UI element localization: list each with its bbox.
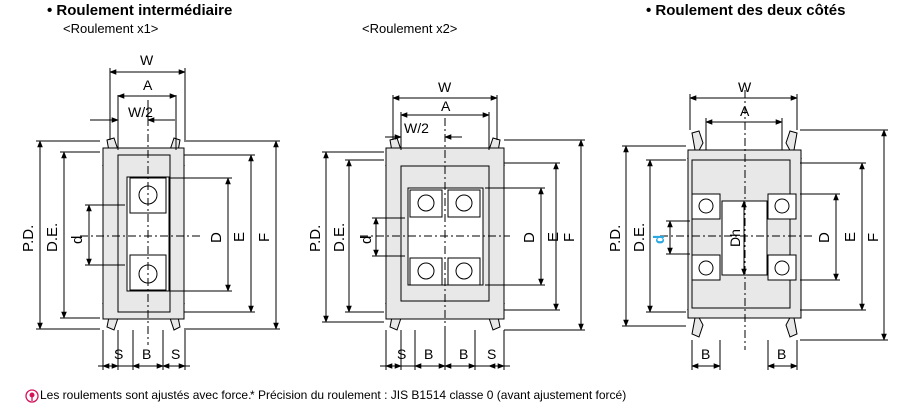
dim-PD-label: P.D. [607, 225, 624, 252]
dim-D-label: D [208, 232, 225, 243]
dim-W2-label: W/2 [128, 104, 153, 120]
dim-D-label: D [816, 232, 833, 243]
dim-d-label: d [69, 236, 86, 244]
dim-DE-label: D.E. [331, 223, 348, 252]
dim-PD-label: P.D. [307, 225, 324, 252]
dim-W-label: W [140, 52, 154, 68]
dim-A-label: A [441, 98, 451, 114]
dim-W2-label: W/2 [404, 120, 429, 136]
dim-d-label: d [358, 236, 375, 244]
dim-A-label: A [143, 77, 153, 93]
dim-W-label: W [438, 79, 452, 95]
press-fit-icon [25, 389, 39, 403]
dim-B-right-label: B [459, 346, 468, 362]
dim-B-label: B [142, 346, 151, 362]
diagram-double-bearing-labels: W A W/2 P.D. D.E. d D E F S B B S [307, 79, 578, 362]
dim-S-left-label: S [397, 346, 406, 362]
dim-DE-label: D.E. [631, 223, 648, 252]
diagram-single-bearing [36, 68, 280, 370]
left-section-title: • Roulement intermédiaire [47, 2, 233, 19]
dim-B-left-label: B [701, 346, 710, 362]
diagram-double-bearing [322, 95, 585, 370]
dim-A-label: A [740, 103, 750, 119]
dim-S-left-label: S [114, 346, 123, 362]
dim-DE-label: D.E. [44, 223, 61, 252]
press-fit-note: Les roulements sont ajustés avec force. [40, 388, 252, 402]
dim-D-label: D [521, 232, 538, 243]
pulley-diagrams: W A W/2 P.D. D.E. d D E F S B S [20, 52, 888, 370]
diagram-single-bearing-labels: W A W/2 P.D. D.E. d D E F S B S [20, 52, 273, 362]
left-section-subtitle: <Roulement x1> [63, 21, 159, 36]
dim-F-label: F [256, 233, 273, 242]
dim-F-label: F [561, 233, 578, 242]
dim-F-label: F [865, 233, 882, 242]
diagram-both-sides-bearing [622, 90, 888, 370]
dim-S-right-label: S [487, 346, 496, 362]
dim-B-left-label: B [424, 346, 433, 362]
dim-W-label: W [738, 79, 752, 95]
dim-S-right-label: S [171, 346, 180, 362]
right-section-title: • Roulement des deux côtés [646, 2, 846, 19]
dim-E-label: E [545, 232, 562, 242]
diagram-both-sides-labels: W A P.D. D.E. d Dh D E F B B [607, 79, 882, 362]
middle-section-subtitle: <Roulement x2> [362, 21, 458, 36]
dim-d-label: d [651, 235, 668, 244]
dim-Dh-label: Dh [727, 229, 743, 247]
precision-note: * Précision du roulement : JIS B1514 cla… [250, 388, 627, 402]
dim-E-label: E [231, 232, 248, 242]
dim-B-right-label: B [777, 346, 786, 362]
dim-PD-label: P.D. [20, 225, 37, 252]
dim-E-label: E [842, 232, 859, 242]
